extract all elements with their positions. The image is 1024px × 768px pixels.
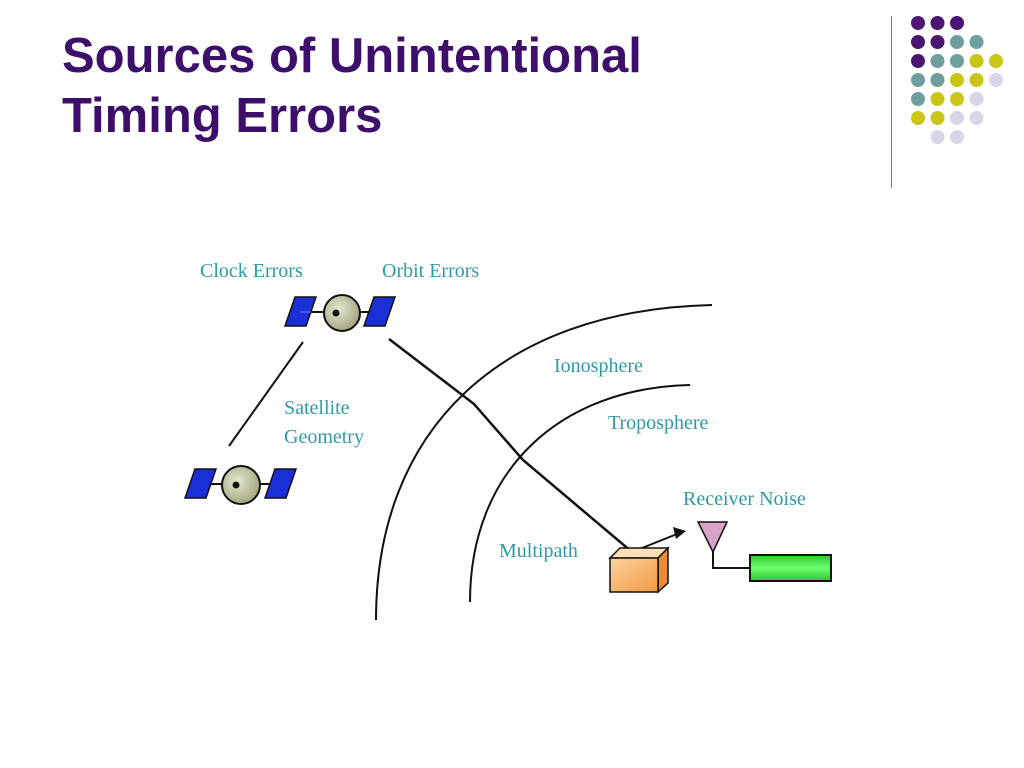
- slide-title-line-2: Timing Errors: [62, 89, 383, 143]
- clock-errors-label: Clock Errors: [200, 260, 303, 282]
- satellite-icon: [183, 465, 298, 505]
- satellite-icon: [283, 294, 397, 332]
- orbit-errors-label: Orbit Errors: [382, 260, 480, 282]
- signal-path: [388, 338, 633, 553]
- arrow-head: [673, 527, 686, 539]
- troposphere-label: Troposphere: [608, 412, 709, 434]
- header-divider: [891, 16, 892, 188]
- multipath-label: Multipath: [499, 540, 578, 562]
- receiver-icon: [749, 554, 832, 582]
- troposphere-arc: [469, 384, 691, 603]
- ionosphere-label: Ionosphere: [554, 355, 643, 377]
- antenna-icon: [696, 521, 750, 569]
- multipath-box-icon: [608, 546, 670, 594]
- receiver-noise-label: Receiver Noise: [683, 488, 806, 510]
- slide-title-line-1: Sources of Unintentional: [62, 29, 642, 83]
- slide-title: Sources of Unintentional Timing Errors: [62, 26, 842, 146]
- satellite-geometry-line: [228, 341, 304, 447]
- satellite-geometry-label-line-1: Satellite: [284, 397, 350, 419]
- ionosphere-arc: [375, 304, 713, 621]
- satellite-geometry-label-line-2: Geometry: [284, 426, 364, 448]
- satellite-geometry-label: Satellite Geometry: [284, 394, 364, 452]
